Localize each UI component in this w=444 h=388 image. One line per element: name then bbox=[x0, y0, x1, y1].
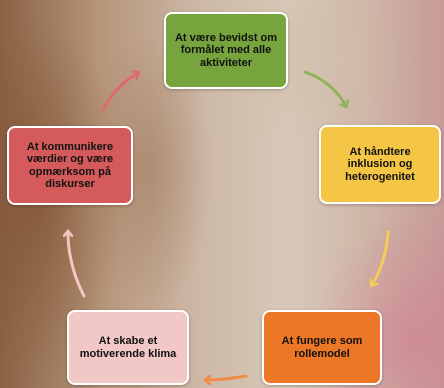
cycle-step-label: At fungere som rollemodel bbox=[281, 335, 363, 360]
arrow-step2-to-step3 bbox=[372, 230, 390, 285]
arrow-step4-to-step5 bbox=[68, 232, 86, 298]
cycle-step-label: At kommunikere værdier og være opmærksom… bbox=[26, 140, 114, 191]
cycle-step-inclusion: At håndtere inklusion og heterogenitet bbox=[319, 125, 441, 204]
cycle-step-motivating-climate: At skabe et motiverende klima bbox=[67, 310, 189, 385]
cycle-step-label: At håndtere inklusion og heterogenitet bbox=[345, 145, 415, 183]
cycle-step-label: At være bevidst om formålet med alle akt… bbox=[174, 31, 278, 69]
arrow-step1-to-step2 bbox=[303, 70, 346, 106]
arrow-step3-to-step4 bbox=[206, 374, 248, 380]
cycle-step-communicate-values: At kommunikere værdier og være opmærksom… bbox=[7, 126, 133, 205]
arrow-step5-to-step1 bbox=[101, 73, 138, 112]
cycle-step-label: At skabe et motiverende klima bbox=[79, 335, 177, 360]
cycle-step-role-model: At fungere som rollemodel bbox=[262, 310, 382, 385]
cycle-step-purpose: At være bevidst om formålet med alle akt… bbox=[164, 12, 288, 89]
